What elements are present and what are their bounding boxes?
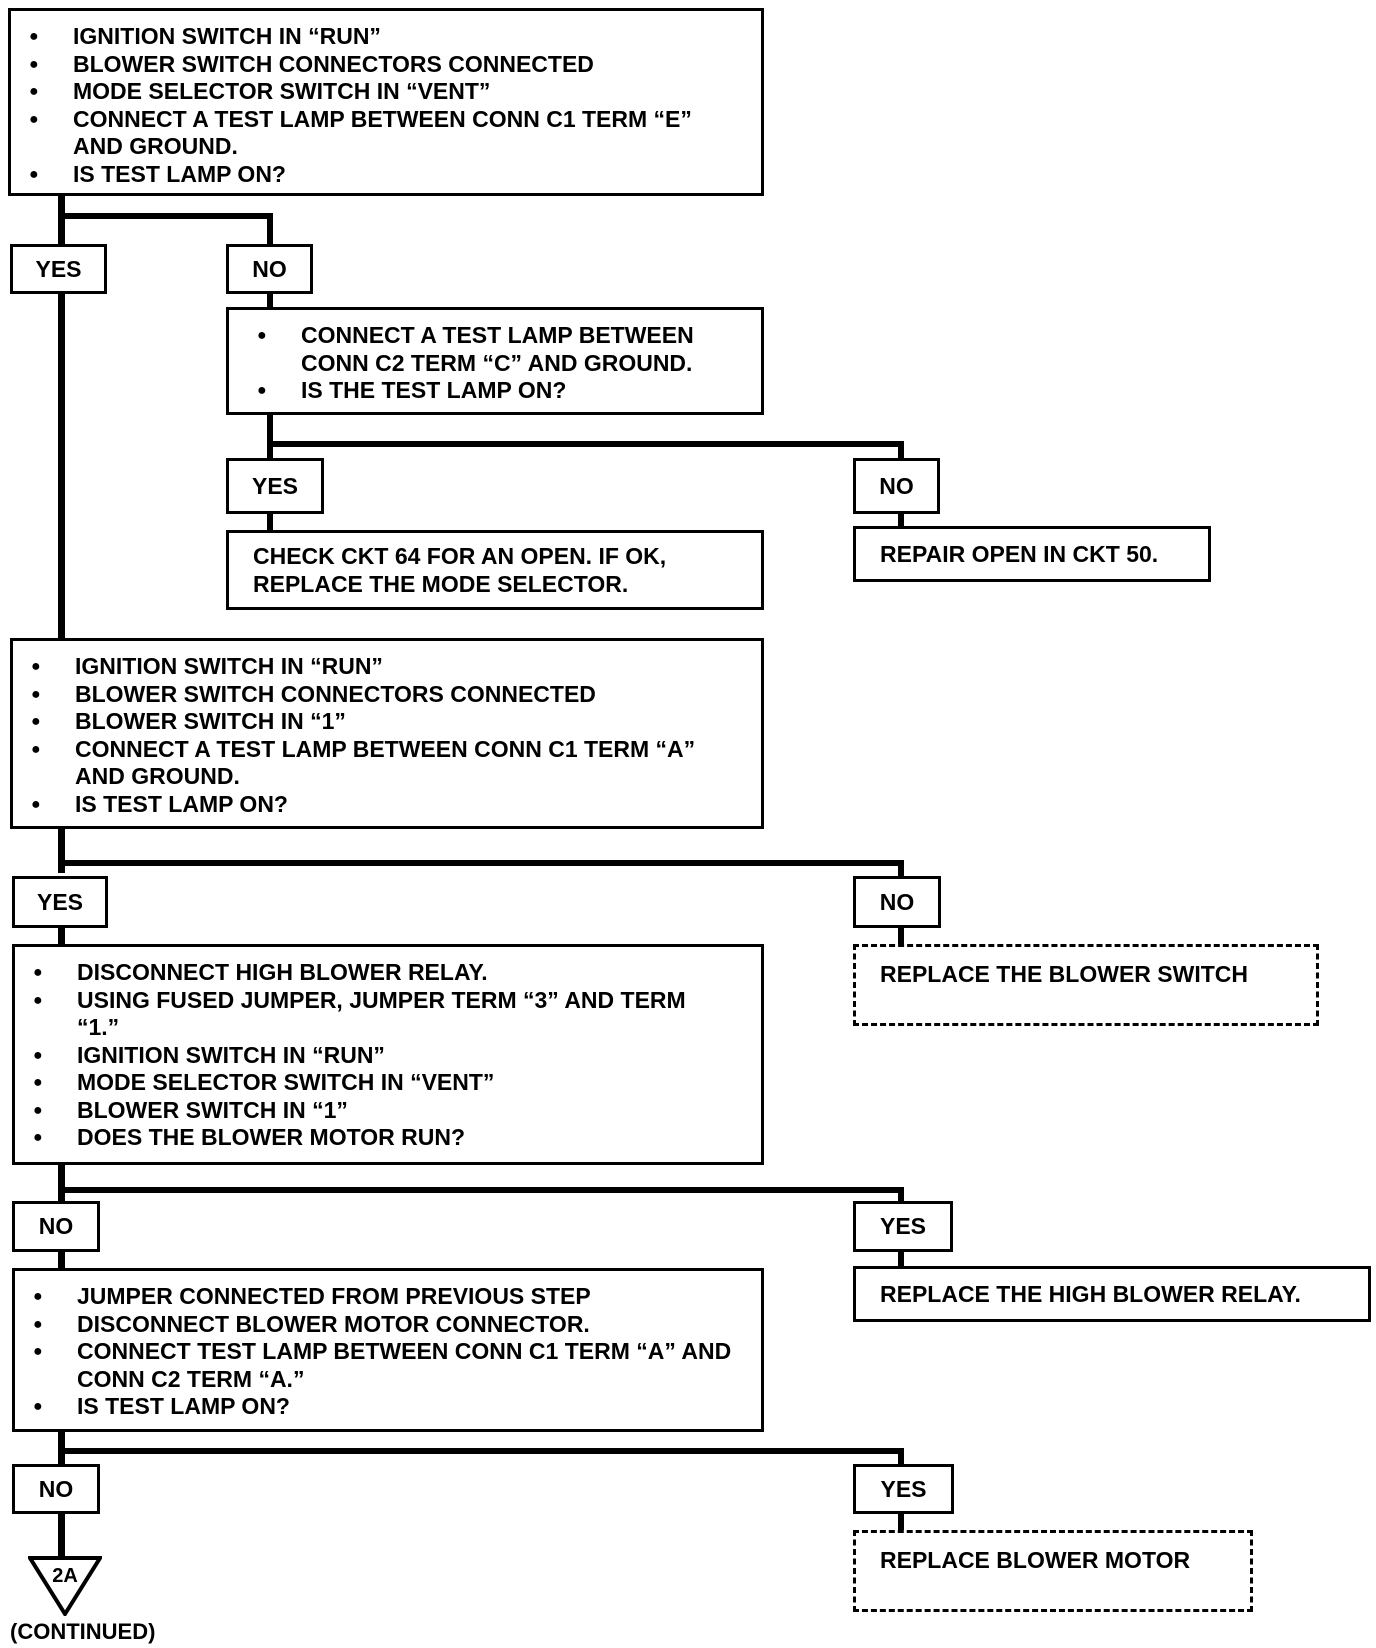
connector-line (58, 1250, 65, 1270)
connector-line (58, 860, 904, 866)
connector-line (898, 512, 904, 528)
result-text: REPLACE THE BLOWER SWITCH (880, 961, 1248, 987)
step1-no-list: CONNECT A TEST LAMP BETWEEN CONN C2 TERM… (239, 322, 761, 405)
connector-label: 2A (52, 1565, 78, 1587)
step3-item: MODE SELECTOR SWITCH IN “VENT” (15, 1069, 761, 1097)
connector-line (58, 827, 65, 873)
step1-no-no-result: REPAIR OPEN IN CKT 50. (853, 526, 1211, 582)
step2-item: IGNITION SWITCH IN “RUN” (13, 653, 761, 681)
step4-item: DISCONNECT BLOWER MOTOR CONNECTOR. (15, 1311, 761, 1339)
step2-box: IGNITION SWITCH IN “RUN” BLOWER SWITCH C… (10, 638, 764, 829)
connector-line (898, 1512, 904, 1532)
step3-list: DISCONNECT HIGH BLOWER RELAY. USING FUSE… (15, 959, 761, 1152)
step1-box: IGNITION SWITCH IN “RUN” BLOWER SWITCH C… (8, 8, 764, 196)
step2-item: BLOWER SWITCH IN “1” (13, 708, 761, 736)
connector-line (898, 1448, 904, 1465)
result-text: REPAIR OPEN IN CKT 50. (880, 541, 1159, 567)
connector-line (58, 1430, 65, 1465)
connector-line (58, 1187, 904, 1193)
step1-no-label: NO (226, 244, 313, 294)
step1-no-item: IS THE TEST LAMP ON? (239, 377, 761, 405)
result-text: REPLACE THE HIGH BLOWER RELAY. (880, 1281, 1301, 1307)
step4-item: JUMPER CONNECTED FROM PREVIOUS STEP (15, 1283, 761, 1311)
result-text: REPLACE BLOWER MOTOR (880, 1547, 1191, 1573)
step4-box: JUMPER CONNECTED FROM PREVIOUS STEP DISC… (12, 1268, 764, 1432)
step2-item: CONNECT A TEST LAMP BETWEEN CONN C1 TERM… (13, 736, 761, 791)
step3-item: IGNITION SWITCH IN “RUN” (15, 1042, 761, 1070)
step3-item: BLOWER SWITCH IN “1” (15, 1097, 761, 1125)
step3-no-label: NO (12, 1201, 100, 1252)
step2-item: IS TEST LAMP ON? (13, 791, 761, 819)
step4-item: IS TEST LAMP ON? (15, 1393, 761, 1421)
connector-line (267, 213, 273, 246)
connector-line (898, 441, 904, 463)
step1-no-no-label: NO (853, 458, 940, 514)
off-page-connector-2a: 2A (28, 1556, 102, 1616)
step1-item: CONNECT A TEST LAMP BETWEEN CONN C1 TERM… (11, 106, 761, 161)
step1-no-yes-result: CHECK CKT 64 FOR AN OPEN. IF OK, REPLACE… (226, 530, 764, 610)
connector-line (267, 441, 904, 447)
connector-line (898, 1250, 904, 1268)
connector-line (58, 926, 65, 946)
step4-no-label: NO (12, 1464, 100, 1514)
step1-yes-label: YES (10, 244, 107, 294)
step3-box: DISCONNECT HIGH BLOWER RELAY. USING FUSE… (12, 944, 764, 1165)
step2-list: IGNITION SWITCH IN “RUN” BLOWER SWITCH C… (13, 653, 761, 818)
step1-no-box: CONNECT A TEST LAMP BETWEEN CONN C2 TERM… (226, 307, 764, 415)
step3-item: DOES THE BLOWER MOTOR RUN? (15, 1124, 761, 1152)
connector-line (58, 1448, 904, 1454)
step1-item: MODE SELECTOR SWITCH IN “VENT” (11, 78, 761, 106)
connector-line (58, 194, 65, 642)
connector-line (58, 213, 273, 219)
step1-no-item: CONNECT A TEST LAMP BETWEEN CONN C2 TERM… (239, 322, 761, 377)
step1-item: IGNITION SWITCH IN “RUN” (11, 23, 761, 51)
step3-item: USING FUSED JUMPER, JUMPER TERM “3” AND … (15, 987, 761, 1042)
step1-no-yes-label: YES (226, 458, 324, 514)
step2-item: BLOWER SWITCH CONNECTORS CONNECTED (13, 681, 761, 709)
step4-item: CONNECT TEST LAMP BETWEEN CONN C1 TERM “… (15, 1338, 761, 1393)
connector-line (267, 292, 273, 309)
connector-line (58, 1163, 65, 1203)
connector-line (267, 413, 273, 460)
step1-item: IS TEST LAMP ON? (11, 161, 761, 189)
connector-line (267, 512, 273, 532)
connector-line (898, 926, 904, 946)
step4-list: JUMPER CONNECTED FROM PREVIOUS STEP DISC… (15, 1283, 761, 1421)
connector-line (898, 1187, 904, 1203)
step3-item: DISCONNECT HIGH BLOWER RELAY. (15, 959, 761, 987)
step3-yes-label: YES (853, 1201, 953, 1252)
step1-item: BLOWER SWITCH CONNECTORS CONNECTED (11, 51, 761, 79)
connector-line (58, 1512, 65, 1558)
step3-yes-result: REPLACE THE HIGH BLOWER RELAY. (853, 1266, 1371, 1322)
connector-line (898, 860, 904, 878)
step2-yes-label: YES (12, 876, 108, 928)
continued-label: (CONTINUED) (10, 1619, 156, 1644)
step1-list: IGNITION SWITCH IN “RUN” BLOWER SWITCH C… (11, 23, 761, 188)
step4-yes-label: YES (853, 1464, 954, 1514)
step2-no-label: NO (853, 876, 941, 928)
result-text: CHECK CKT 64 FOR AN OPEN. IF OK, REPLACE… (253, 543, 667, 597)
step4-yes-result: REPLACE BLOWER MOTOR (853, 1530, 1253, 1612)
step2-no-result: REPLACE THE BLOWER SWITCH (853, 944, 1319, 1026)
